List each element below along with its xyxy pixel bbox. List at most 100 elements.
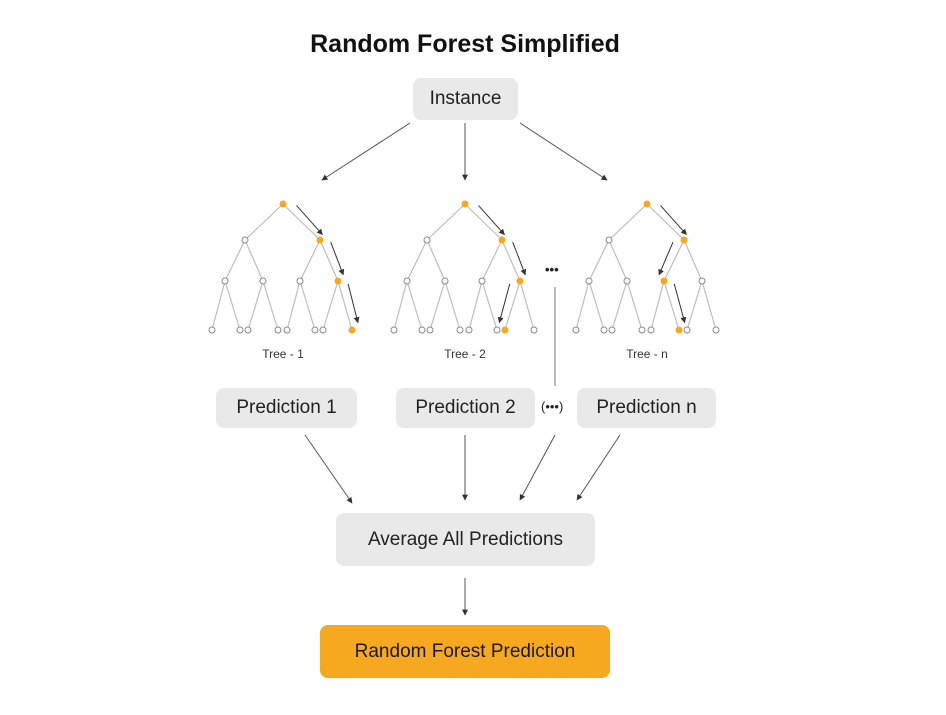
arrow-instance-to-tree-1 (321, 122, 411, 181)
tree-node-active (334, 277, 342, 285)
tree-node (465, 326, 473, 334)
tree-node-active (660, 277, 668, 285)
arrow-prediction-1-to-average (304, 434, 353, 504)
tree-edge (481, 239, 503, 282)
tree-edge (337, 280, 353, 331)
tree-ellipsis: ••• (545, 262, 559, 277)
tree-edge (319, 239, 339, 282)
tree-node-active (498, 236, 506, 244)
tree-edge (464, 203, 503, 241)
tree-2 (390, 200, 538, 334)
tree-edge (224, 280, 241, 331)
tree-edge (646, 203, 685, 241)
tree-edge (663, 239, 685, 282)
tree-node (241, 236, 249, 244)
tree-node (244, 326, 252, 334)
tree-edge (575, 280, 590, 331)
tree-node (623, 277, 631, 285)
tree-node-active (675, 326, 683, 334)
tree-node (600, 326, 608, 334)
tree-edge (444, 280, 461, 331)
tree-edge (244, 203, 284, 241)
tree-node (423, 236, 431, 244)
tree-node-active (279, 200, 287, 208)
tree-edge (663, 280, 680, 331)
tree-node (403, 277, 411, 285)
tree-1 (208, 200, 360, 334)
prediction-n-box: Prediction n (577, 388, 716, 428)
tree-node-active (501, 326, 509, 334)
tree-edge (286, 280, 301, 331)
decision-path-arrow (330, 241, 345, 276)
tree-1-label: Tree - 1 (262, 347, 304, 361)
tree-node (274, 326, 282, 334)
tree-node-active (680, 236, 688, 244)
tree-node (530, 326, 538, 334)
tree-node (418, 326, 426, 334)
tree-edge (481, 280, 498, 331)
tree-edge (406, 280, 423, 331)
tree-edge (224, 239, 246, 282)
arrow-instance-to-tree-n (519, 122, 608, 181)
tree-edge (322, 280, 339, 331)
tree-node-active (348, 326, 356, 334)
tree-edge (588, 239, 610, 282)
tree-node (283, 326, 291, 334)
tree-node (441, 277, 449, 285)
tree-node (426, 326, 434, 334)
tree-edge (468, 280, 483, 331)
tree-edge (426, 239, 446, 282)
tree-edge (247, 280, 264, 331)
tree-node (221, 277, 229, 285)
tree-node-active (461, 200, 469, 208)
tree-node (638, 326, 646, 334)
decision-path-arrow (673, 283, 687, 324)
decision-path-arrow (478, 205, 505, 236)
tree-edge (426, 203, 466, 241)
tree-edge (683, 239, 703, 282)
tree-edge (501, 239, 521, 282)
average-predictions-box: Average All Predictions (336, 513, 595, 566)
tree-2-label: Tree - 2 (444, 347, 486, 361)
decision-path-arrow (658, 241, 674, 276)
decision-path-arrow (512, 241, 527, 276)
tree-edge (686, 280, 703, 331)
tree-n-label: Tree - n (626, 347, 668, 361)
diagram-title: Random Forest Simplified (310, 30, 620, 58)
decision-path-arrow (347, 283, 360, 324)
tree-edge (650, 280, 665, 331)
decision-path-arrow (660, 205, 687, 236)
tree-node (608, 326, 616, 334)
arrow-ellipsis-to-average (519, 434, 556, 501)
tree-node (319, 326, 327, 334)
tree-edge (608, 239, 628, 282)
tree-edge (282, 203, 321, 241)
tree-node (390, 326, 398, 334)
tree-node-active (516, 277, 524, 285)
tree-node (478, 277, 486, 285)
tree-node (259, 277, 267, 285)
tree-node-active (643, 200, 651, 208)
tree-edge (611, 280, 628, 331)
tree-node (585, 277, 593, 285)
tree-node (698, 277, 706, 285)
tree-node (712, 326, 720, 334)
tree-edge (299, 280, 316, 331)
tree-edge (504, 280, 521, 331)
tree-edge (299, 239, 321, 282)
tree-edge (244, 239, 264, 282)
tree-edge (393, 280, 408, 331)
tree-edge (608, 203, 648, 241)
tree-edge (262, 280, 279, 331)
random-forest-prediction-box: Random Forest Prediction (320, 625, 610, 678)
prediction-1-box: Prediction 1 (216, 388, 357, 428)
tree-node (647, 326, 655, 334)
tree-edge (626, 280, 643, 331)
tree-edge (701, 280, 717, 331)
tree-node (605, 236, 613, 244)
tree-edge (211, 280, 226, 331)
tree-node (683, 326, 691, 334)
tree-node (208, 326, 216, 334)
tree-edge (588, 280, 605, 331)
tree-node-active (316, 236, 324, 244)
